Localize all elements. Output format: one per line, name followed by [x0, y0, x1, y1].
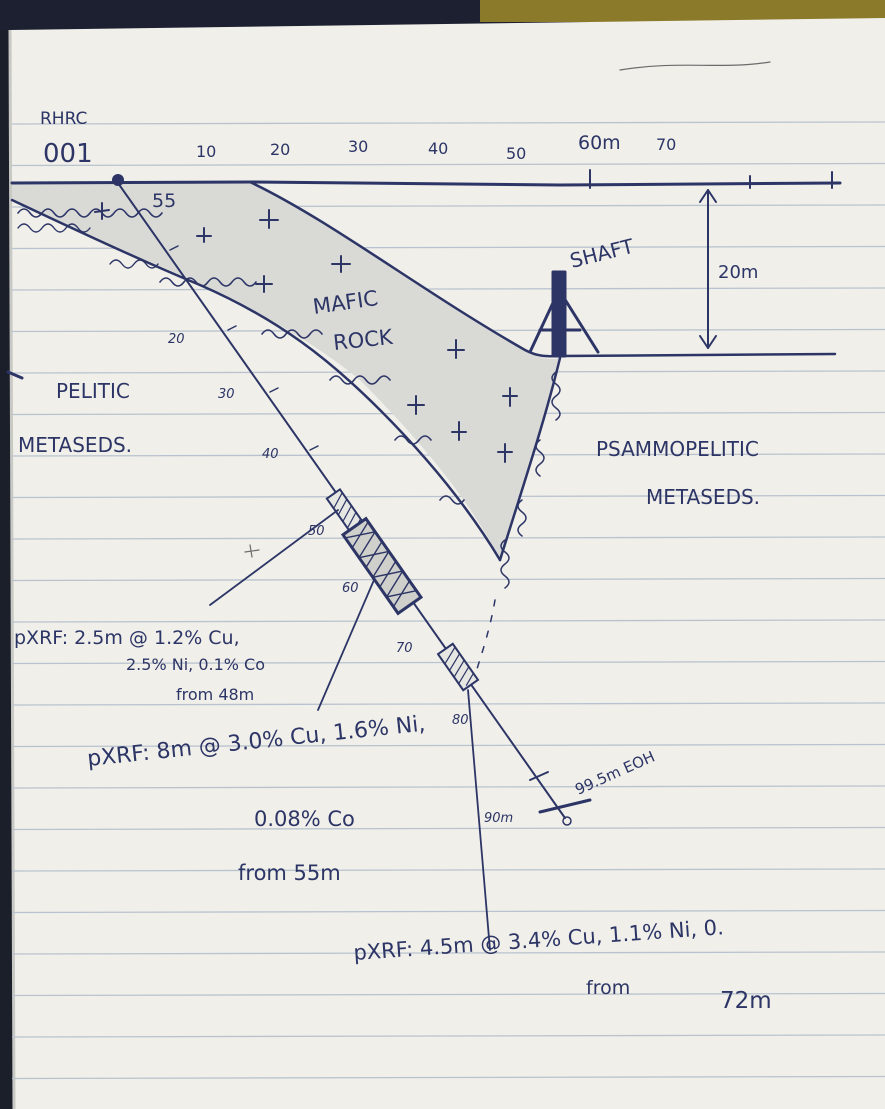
intercept-annotation-1: pXRF: 2.5m @ 1.2% Cu, 2.5% Ni, 0.1% Co f…	[14, 627, 265, 704]
scale-label-30: 30	[348, 137, 368, 156]
depth-label-40: 40	[262, 447, 279, 462]
depth-label-60: 60	[342, 581, 359, 596]
shaft-depth-label: 20m	[718, 262, 758, 283]
intercept-1-line3: from 48m	[176, 685, 254, 704]
intercept-1-line1: pXRF: 2.5m @ 1.2% Cu,	[14, 627, 240, 649]
ruled-line	[11, 619, 885, 623]
depth-label-80: 80	[452, 713, 469, 728]
ground-surface-line	[10, 180, 842, 187]
upper-wavy-band	[17, 223, 159, 269]
intercept-3-line2: from	[586, 977, 630, 999]
lower-contact-wavy	[17, 208, 465, 505]
depth-label-50: 50	[308, 524, 325, 539]
ruled-line	[11, 536, 885, 540]
shaft-depth-arrow	[699, 189, 717, 349]
ruled-line	[11, 951, 885, 955]
mafic-upper-boundary	[248, 180, 837, 358]
psammo-label-line1: PSAMMOPELITIC	[596, 437, 759, 461]
scale-label-10: 10	[196, 142, 216, 161]
ruled-line	[11, 702, 885, 706]
edge-arrow	[6, 370, 24, 380]
shaft-fault-contact	[498, 356, 562, 562]
drillhole-prefix: RHRC	[40, 109, 87, 129]
scale-labels: 10 20 30 40 50 60m 70	[196, 132, 676, 163]
eoh-marker	[562, 816, 572, 826]
intercept-box-3	[436, 642, 480, 692]
ruled-line	[11, 909, 885, 914]
depth-label-70: 70	[396, 641, 413, 656]
scale-label-40: 40	[428, 139, 448, 158]
page-edge	[8, 29, 16, 1109]
pelitic-label-line1: PELITIC	[56, 379, 130, 403]
scale-ticks	[589, 169, 833, 189]
ruled-line	[11, 287, 885, 291]
drillhole-label: RHRC 001	[40, 109, 93, 169]
ruled-line	[11, 162, 885, 167]
depth-label-30: 30	[218, 387, 235, 402]
background-object	[480, 0, 885, 22]
leader-lines	[209, 509, 491, 951]
scale-label-50: 50	[506, 144, 526, 163]
intercept-box-2	[340, 516, 424, 616]
psammo-label-line2: METASEDS.	[646, 485, 760, 509]
ruled-line	[11, 577, 885, 582]
psammopelitic-label: PSAMMOPELITIC METASEDS.	[596, 437, 760, 509]
ruled-line	[11, 785, 885, 789]
scale-label-20: 20	[270, 140, 290, 159]
lower-contact	[10, 198, 502, 562]
scale-label-60: 60m	[578, 132, 621, 154]
ruled-line	[11, 121, 885, 125]
depth-labels: 20 30 40 50 60 70 80 90m	[168, 332, 513, 826]
ruled-line	[11, 1034, 885, 1038]
intercept-3-line3: 72m	[720, 988, 772, 1014]
mafic-rock-body	[12, 182, 560, 560]
shaft-headframe	[528, 270, 600, 358]
drillhole-number: 001	[43, 139, 93, 169]
ruled-line	[11, 826, 885, 831]
fault-wavy	[500, 371, 561, 589]
intercept-2-line2: 0.08% Co	[254, 807, 355, 831]
intercept-2-line3: from 55m	[238, 861, 341, 885]
pelitic-label: PELITIC METASEDS.	[18, 379, 132, 457]
pelitic-label-line2: METASEDS.	[18, 433, 132, 457]
dip-label: 55	[152, 190, 176, 212]
pencil-marks	[244, 61, 771, 558]
ruled-line	[11, 992, 885, 997]
collar-marker	[112, 174, 124, 186]
depth-label-90: 90m	[484, 811, 513, 826]
ruled-line	[11, 743, 885, 748]
depth-label-20: 20	[168, 332, 185, 347]
scale-label-70: 70	[656, 135, 676, 154]
mafic-cross-symbols	[94, 202, 518, 463]
ruled-line	[11, 1075, 885, 1080]
intercept-1-line2: 2.5% Ni, 0.1% Co	[126, 655, 265, 674]
ruled-line	[11, 868, 885, 872]
